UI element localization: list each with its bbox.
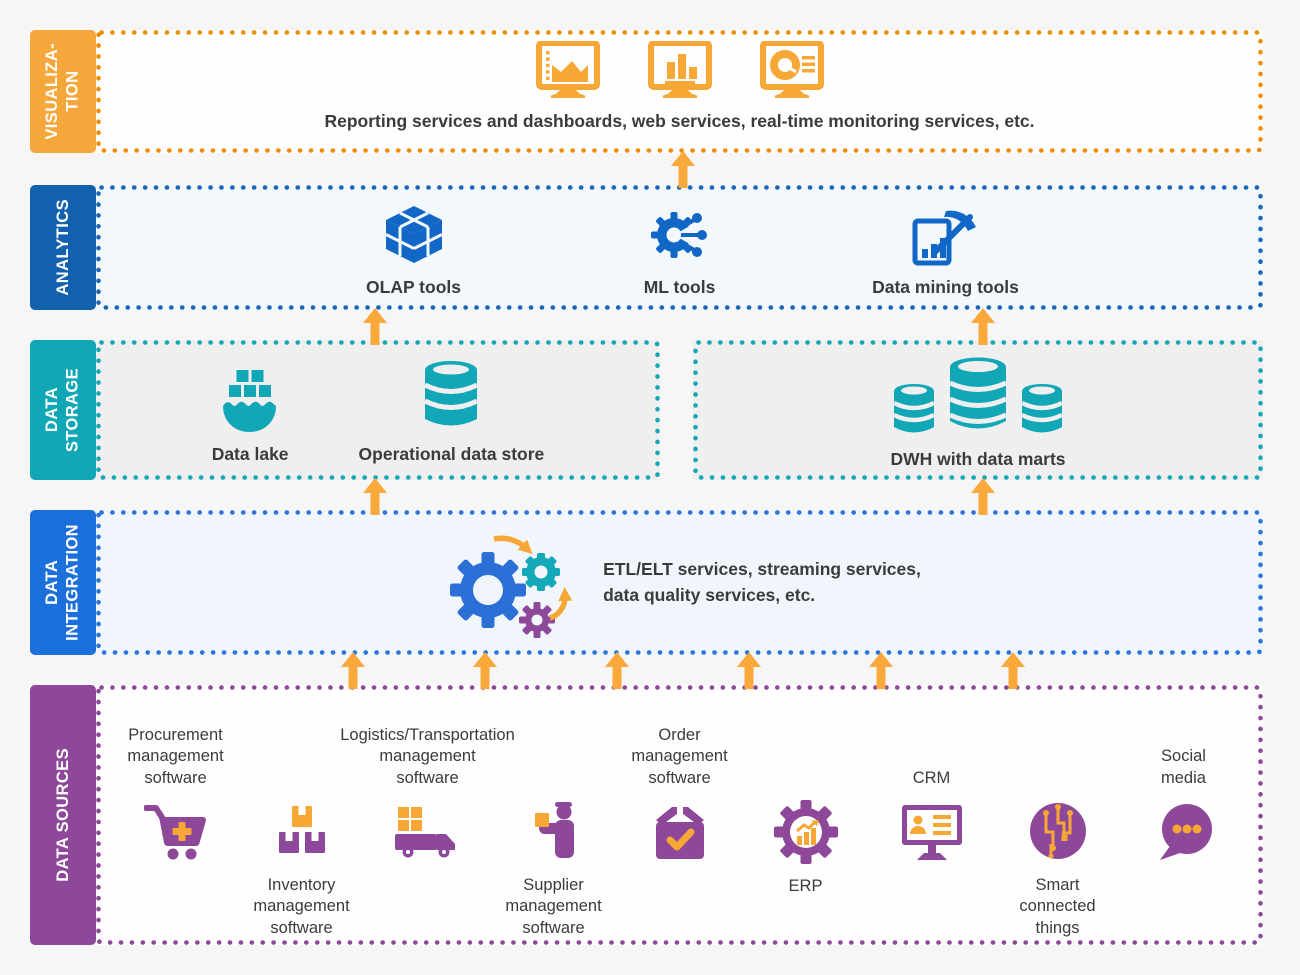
row-label-data-integration-text: DATA INTEGRATION: [43, 524, 82, 641]
data-storage-panel-right: DWH with data marts: [693, 340, 1263, 480]
row-label-data-storage-text: DATA STORAGE: [43, 367, 82, 453]
flow-arrow-up: [362, 478, 388, 515]
flow-arrow-up: [868, 652, 894, 689]
source-item-label: Procurement management software: [127, 725, 224, 788]
data-integration-panel: ETL/ELT services, streaming services, da…: [96, 510, 1263, 655]
source-item-supplier: Supplier management software: [493, 704, 614, 940]
monitor-bar-chart-icon: [647, 41, 712, 98]
data-lake-icon: [223, 369, 277, 432]
data-mining-pickaxe-icon: [912, 210, 976, 266]
box-checkmark-icon: [655, 807, 704, 859]
storage-item-label: Data lake: [211, 443, 289, 464]
delivery-truck-icon: [394, 807, 455, 858]
source-item-crm: CRM: [871, 704, 992, 940]
storage-item-label: Operational data store: [358, 443, 545, 464]
database-small-icon: [892, 383, 936, 432]
row-label-data-storage: DATA STORAGE: [30, 340, 96, 480]
source-item-label: ERP: [788, 877, 823, 895]
flow-arrow-up: [362, 308, 388, 345]
flow-arrow-up: [970, 478, 996, 515]
storage-item-dwh: DWH with data marts: [890, 351, 1066, 470]
analytics-item-olap: OLAP tools: [329, 197, 499, 298]
source-item-social: Social media: [1123, 704, 1244, 940]
source-item-erp: ERP: [745, 704, 866, 940]
row-label-visualization-text: VISUALIZA- TION: [43, 43, 82, 140]
source-item-label: Smart connected things: [1019, 875, 1096, 938]
analytics-item-mining: Data mining tools: [861, 197, 1031, 298]
source-item-label: Inventory management software: [253, 875, 350, 938]
visualization-icons: [535, 41, 824, 101]
row-label-data-sources: DATA SOURCES: [30, 685, 96, 945]
database-large-icon: [948, 357, 1008, 428]
row-label-data-sources-text: DATA SOURCES: [53, 748, 72, 882]
three-databases-icon: [891, 351, 1065, 439]
source-item-label: Supplier management software: [505, 875, 602, 938]
row-label-analytics-text: ANALYTICS: [53, 199, 72, 296]
database-small-icon: [1020, 383, 1064, 432]
row-label-data-integration: DATA INTEGRATION: [30, 510, 96, 655]
source-item-label: Logistics/Transportation management soft…: [340, 725, 515, 788]
ml-gear-circuit-icon: [650, 212, 709, 258]
visualization-panel: Reporting services and dashboards, web s…: [96, 30, 1263, 153]
source-item-procurement: Procurement management software: [115, 704, 236, 940]
stacked-boxes-icon: [278, 805, 325, 853]
integration-caption: ETL/ELT services, streaming services, da…: [603, 559, 921, 605]
monitor-donut-chart-icon: [759, 41, 824, 98]
row-label-visualization: VISUALIZA- TION: [30, 30, 96, 153]
storage-item-label: DWH with data marts: [890, 448, 1066, 469]
visualization-caption: Reporting services and dashboards, web s…: [324, 111, 1035, 131]
data-storage-panel-left: Data lake Operational data store: [96, 340, 660, 480]
source-item-iot: Smart connected things: [997, 704, 1118, 940]
olap-cube-icon: [384, 206, 443, 263]
source-item-label: Social media: [1161, 747, 1206, 788]
storage-item-ods: Operational data store: [358, 356, 545, 465]
analytics-item-label: ML tools: [643, 277, 716, 297]
source-item-logistics: Logistics/Transportation management soft…: [340, 704, 515, 940]
analytics-item-ml: ML tools: [595, 197, 765, 298]
database-cylinder-icon: [424, 360, 479, 425]
analytics-item-label: OLAP tools: [366, 277, 461, 297]
flow-arrow-up: [670, 151, 696, 188]
storage-item-data-lake: Data lake: [212, 356, 289, 465]
flow-arrow-up: [340, 652, 366, 689]
row-label-analytics: ANALYTICS: [30, 185, 96, 310]
flow-arrow-up: [604, 652, 630, 689]
analytics-item-label: Data mining tools: [872, 277, 1019, 297]
gears-etl-icon: [450, 535, 573, 638]
source-item-inventory: Inventory management software: [241, 704, 362, 940]
person-with-box-icon: [534, 801, 574, 858]
source-item-order: Order management software: [619, 704, 740, 940]
flow-arrow-up: [970, 308, 996, 345]
speech-bubble-icon: [1159, 804, 1212, 860]
monitor-line-chart-icon: [535, 41, 600, 98]
flow-arrow-up: [472, 652, 498, 689]
data-sources-panel: Procurement management software: [96, 685, 1263, 945]
shopping-cart-icon: [143, 805, 206, 860]
source-item-label: CRM: [912, 769, 951, 788]
crm-monitor-icon: [901, 805, 962, 860]
analytics-panel: OLAP tools: [96, 185, 1263, 310]
iot-circuit-sphere-icon: [1029, 802, 1086, 859]
flow-arrow-up: [1000, 652, 1026, 689]
flow-arrow-up: [736, 652, 762, 689]
gear-chart-icon: [773, 800, 838, 864]
source-item-label: Order management software: [631, 725, 728, 788]
